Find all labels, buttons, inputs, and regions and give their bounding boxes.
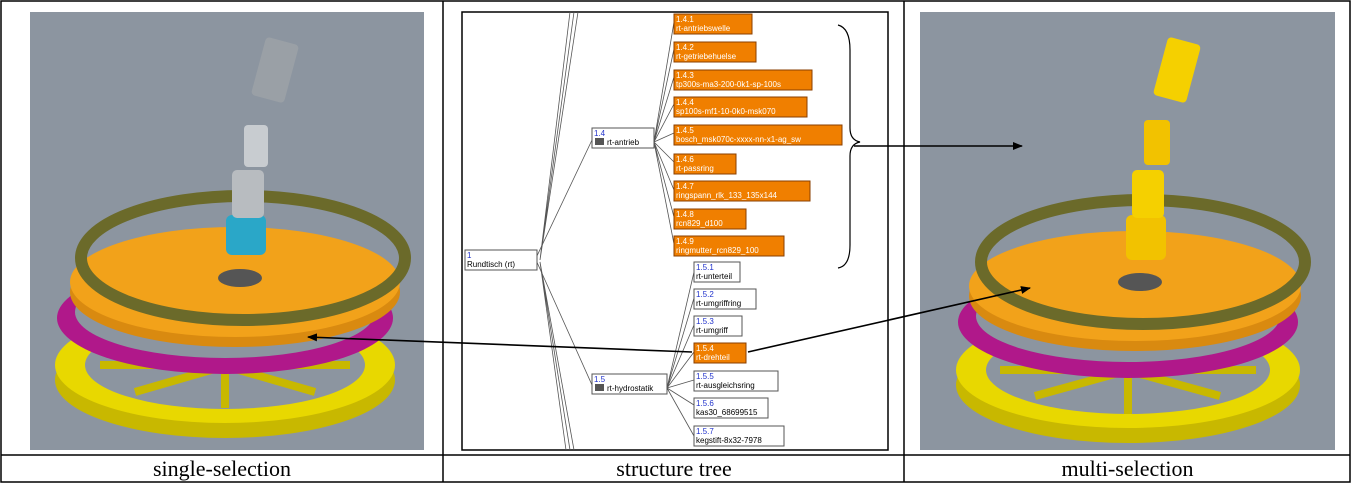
tree-node-name: rt-antriebswelle <box>676 24 731 33</box>
tree-node-id: 1.5 <box>594 375 606 384</box>
tree-node-id: 1.4.5 <box>676 126 694 135</box>
tree-node-name: rt-antrieb <box>607 138 640 147</box>
tree-node-id: 1.4.9 <box>676 237 694 246</box>
multi-selection-viewport <box>920 12 1335 450</box>
tree-node-name: kas30_68699515 <box>696 408 758 417</box>
tree-leaf-node[interactable]: 1.5.1rt-unterteil <box>693 261 741 283</box>
arrow-node-to-single <box>307 333 693 353</box>
tree-node-name: kegstift-8x32-7978 <box>696 436 762 445</box>
tree-node-id: 1.4.3 <box>676 71 694 80</box>
tree-node-box <box>693 315 743 337</box>
tree-node-id: 1.5.1 <box>696 263 714 272</box>
tree-group-node[interactable]: 1.4rt-antrieb <box>591 127 655 149</box>
tree-node-name: rt-ausgleichsring <box>696 381 755 390</box>
motor-part <box>251 37 299 103</box>
tree-node-id: 1.5.7 <box>696 427 714 436</box>
tree-node-name: rt-umgriffring <box>696 299 741 308</box>
tree-node-name: bosch_msk070c-xxxx-nn-x1-ag_sw <box>676 135 801 144</box>
tree-node-box <box>673 69 813 91</box>
tree-node-box <box>693 342 747 364</box>
tree-node-name: Rundtisch (rt) <box>467 260 515 269</box>
tree-node-box <box>673 235 785 257</box>
drive-cylinder <box>226 215 266 255</box>
tree-leaf-node[interactable]: 1.5.2rt-umgriffring <box>693 288 757 310</box>
tree-leaf-node[interactable]: 1.4.6rt-passring <box>673 153 737 175</box>
tree-node-box <box>693 397 769 419</box>
tree-leaf-node[interactable]: 1.5.5rt-ausgleichsring <box>693 370 779 392</box>
drive-stack-highlighted <box>1126 215 1166 260</box>
tree-leaf-node[interactable]: 1.4.2rt-getriebehuelse <box>673 41 757 63</box>
tree-node-box <box>464 249 538 271</box>
tree-node-id: 1 <box>467 251 472 260</box>
caption-multi-selection: multi-selection <box>1061 456 1194 481</box>
tree-node-box <box>591 127 655 149</box>
tree-node-id: 1.4.4 <box>676 98 694 107</box>
tree-node-id: 1.4.8 <box>676 210 694 219</box>
tree-node-id: 1.4.2 <box>676 43 694 52</box>
tree-node-box <box>673 41 757 63</box>
tree-node-id: 1.4.6 <box>676 155 694 164</box>
tree-group-node[interactable]: 1.5rt-hydrostatik <box>591 373 668 395</box>
tree-leaf-node[interactable]: 1.4.1rt-antriebswelle <box>673 13 753 35</box>
tree-node-name: ringspann_rlk_133_135x144 <box>676 191 778 200</box>
tree-node-box <box>673 180 811 202</box>
tree-node-id: 1.5.4 <box>696 344 714 353</box>
tree-node-box <box>673 96 808 118</box>
tree-node-id: 1.5.2 <box>696 290 714 299</box>
tree-node-id: 1.5.6 <box>696 399 714 408</box>
tree-node-name: ringmutter_rcn829_100 <box>676 246 759 255</box>
tree-node-id: 1.4.1 <box>676 15 694 24</box>
tree-node-box <box>673 208 747 230</box>
tree-node-box <box>673 153 737 175</box>
tree-node-id: 1.4 <box>594 129 606 138</box>
tree-node-name: rt-getriebehuelse <box>676 52 737 61</box>
tree-node-id: 1.5.3 <box>696 317 714 326</box>
tree-node-box <box>693 288 757 310</box>
tree-node-name: rt-umgriff <box>696 326 729 335</box>
tree-node-box <box>673 13 753 35</box>
tree-node-box <box>591 373 668 395</box>
tree-node-box <box>693 425 785 447</box>
tree-node-box <box>673 124 843 146</box>
tree-node-name: rt-drehteil <box>696 353 730 362</box>
single-selection-viewport <box>30 12 424 450</box>
tree-leaf-node[interactable]: 1.5.4rt-drehteil <box>693 342 747 364</box>
tree-leaf-node[interactable]: 1.5.3rt-umgriff <box>693 315 743 337</box>
arrow-node-to-multi <box>747 286 1031 353</box>
assembly-icon <box>595 384 604 391</box>
tree-node-name: rt-hydrostatik <box>607 384 654 393</box>
caption-single-selection: single-selection <box>152 456 292 481</box>
tree-node-box <box>693 370 779 392</box>
caption-structure-tree: structure tree <box>616 456 732 481</box>
tree-node-id: 1.4.7 <box>676 182 694 191</box>
tree-node-id: 1.5.5 <box>696 372 714 381</box>
assembly-icon <box>595 138 604 145</box>
tree-node-name: rt-unterteil <box>696 272 732 281</box>
tree-node-box <box>693 261 741 283</box>
selection-bracket <box>837 24 861 269</box>
tree-node-name: sp100s-mf1-10-0k0-msk070 <box>676 107 776 116</box>
tree-node-name: rcn829_d100 <box>676 219 723 228</box>
tree-node-name: rt-passring <box>676 164 714 173</box>
tree-node-name: tp300s-ma3-200-0k1-sp-100s <box>676 80 781 89</box>
